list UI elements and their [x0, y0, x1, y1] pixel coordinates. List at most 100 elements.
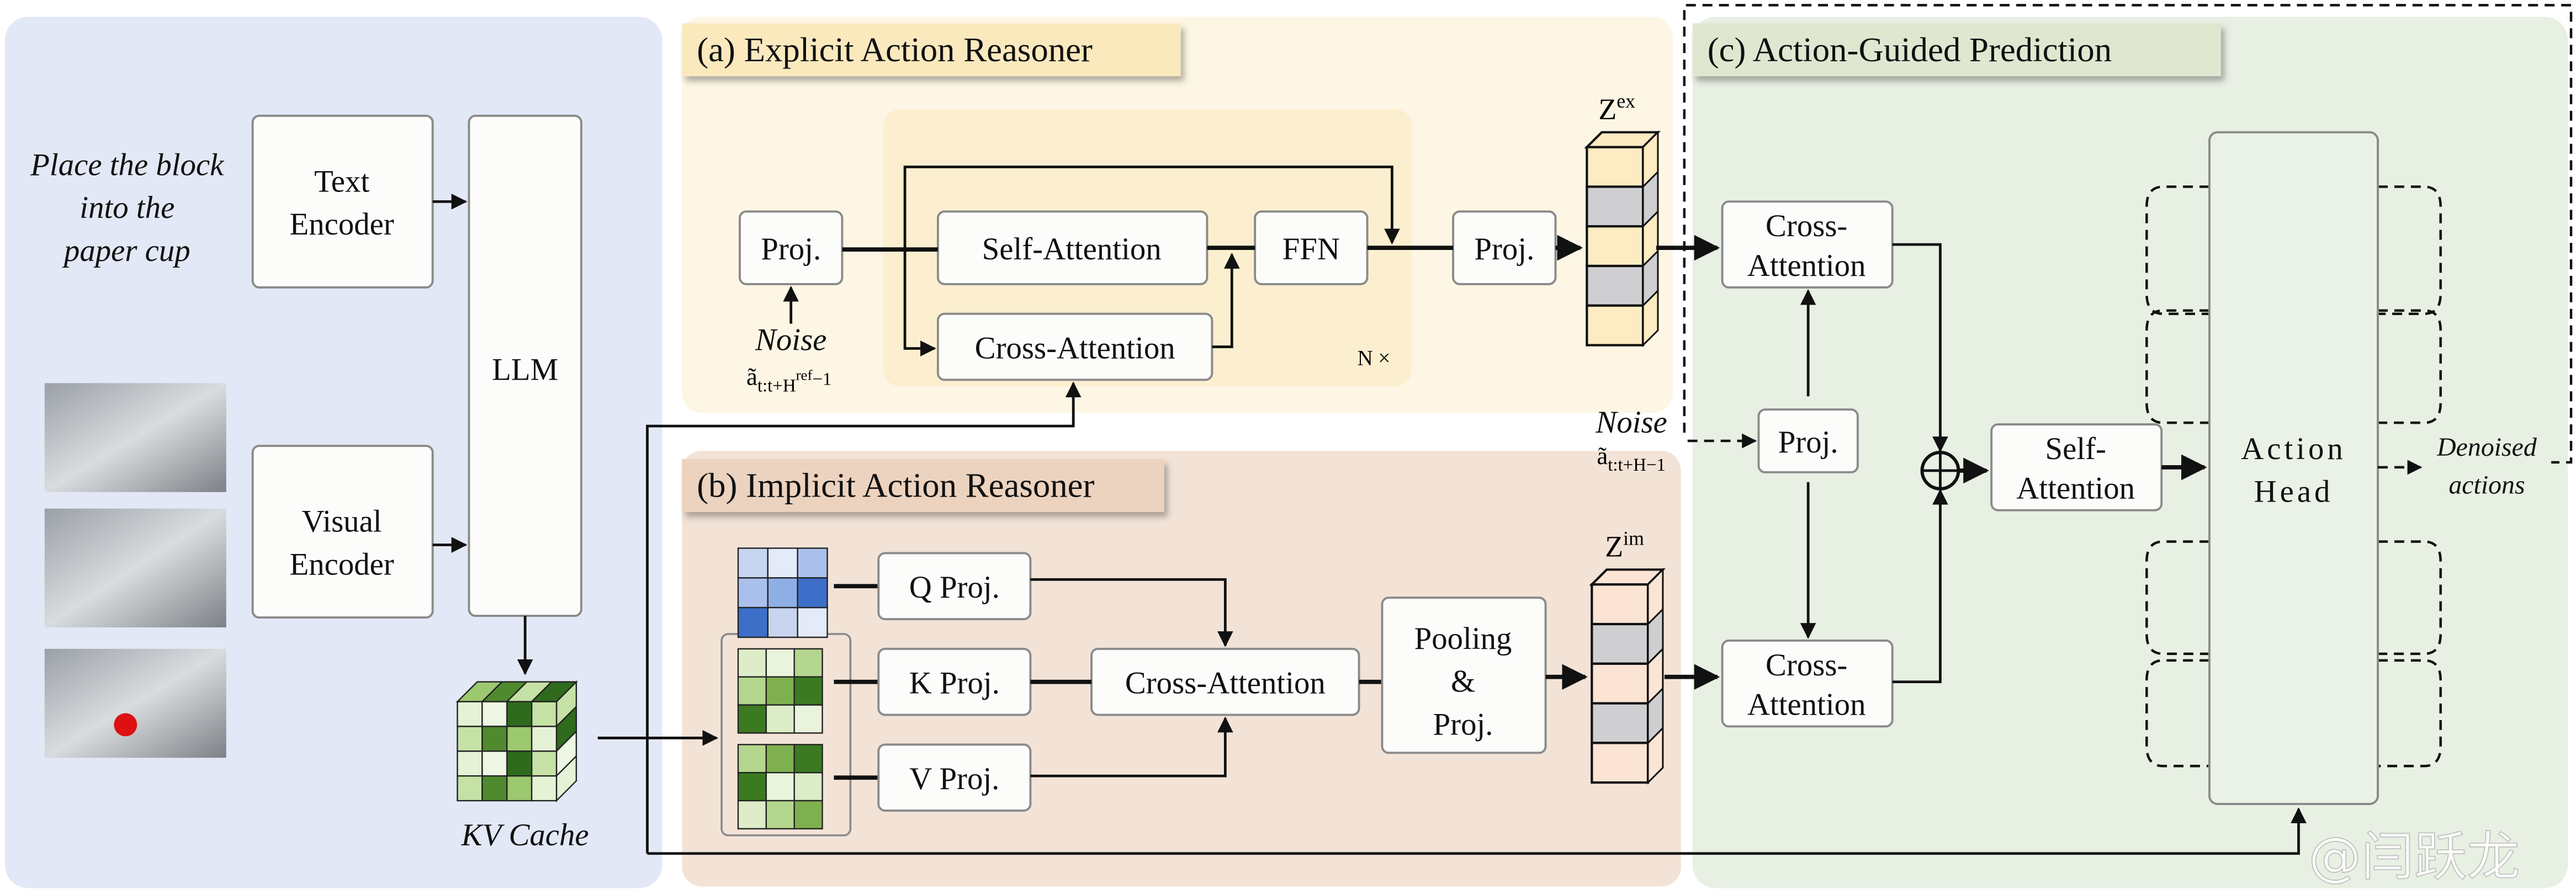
query-grid: [737, 547, 828, 638]
arrow-cross-attn-to-ffn: [1212, 253, 1240, 348]
grid-cell: [793, 648, 823, 678]
grid-cell: [797, 606, 828, 638]
token-cell-side: [1647, 726, 1664, 785]
token-cell: [1586, 304, 1645, 347]
kv-to-cross-attention-line: [646, 381, 1082, 854]
prediction-title: (c) Action-Guided Prediction: [1708, 30, 2112, 69]
grid-cell: [797, 577, 828, 609]
explicit-title-box: [682, 23, 1181, 77]
v-proj-box: [877, 743, 1032, 812]
camera-image-2: [44, 508, 226, 628]
grid-cell: [765, 676, 795, 706]
z-im-label: Zim: [1605, 527, 1644, 563]
explicit-action-reasoner-panel: (a) Explicit Action Reasoner Proj. Self-…: [646, 17, 1673, 854]
z-im-token-stack: [1589, 567, 1666, 785]
q-proj-label: Q Proj.: [909, 570, 1000, 605]
grid-cell: [737, 704, 767, 734]
grid-cell: [765, 704, 795, 734]
pooling-label-1: Pooling: [1414, 621, 1512, 656]
cube-front-cell: [531, 701, 558, 727]
grid-cell: [767, 547, 798, 579]
arrow-v-to-cross: [1030, 716, 1233, 777]
token-cell: [1586, 146, 1645, 188]
grid-cell: [765, 648, 795, 678]
visual-encoder-label-2: Encoder: [290, 547, 394, 582]
value-grid: [737, 744, 823, 830]
grid-cell: [737, 676, 767, 706]
self-attn-label-1: Self-: [2045, 431, 2106, 466]
action-head-label-2: Head: [2254, 475, 2334, 509]
cube-front-cell: [481, 701, 508, 727]
pooling-label-2: &: [1451, 664, 1475, 699]
add-operator-icon: [1920, 450, 1960, 491]
token-cell: [1591, 622, 1650, 665]
cube-front-cell: [481, 726, 508, 752]
key-grid: [737, 648, 823, 734]
text-encoder-label-2: Encoder: [290, 207, 394, 242]
implicit-action-reasoner-panel: (b) Implicit Action Reasoner Q Proj. K P…: [597, 450, 1681, 887]
prediction-noise-symbol: ãt:t+H−1: [1597, 442, 1666, 475]
text-encoder-box: [251, 114, 434, 289]
camera-image-1: [44, 383, 226, 492]
prediction-proj-box: [1757, 408, 1859, 473]
cross-bottom-label-2: Attention: [1747, 688, 1866, 722]
action-guided-prediction-panel: (c) Action-Guided Prediction Noise ãt:t+…: [647, 4, 2573, 888]
cube-front-cell: [506, 726, 533, 752]
prediction-cross-attention-bottom-box: [1721, 640, 1894, 728]
z-ex-label: Zex: [1598, 90, 1635, 126]
dashed-placeholder-blocks: [2145, 185, 2442, 768]
cube-front-cell: [506, 701, 533, 727]
cube-front-cell: [457, 701, 483, 727]
cube-front-cell: [481, 775, 508, 802]
grid-cell: [793, 772, 823, 802]
explicit-self-attention-label: Self-Attention: [982, 232, 1162, 267]
self-attn-label-2: Attention: [2016, 471, 2135, 506]
grid-cell: [765, 800, 795, 830]
instruction-line-1: Place the block: [30, 147, 225, 182]
action-head-label-1: Action: [2241, 431, 2346, 466]
k-proj-label: K Proj.: [909, 666, 1000, 701]
explicit-proj-in-label: Proj.: [761, 232, 821, 267]
token-cell-side: [1642, 289, 1659, 348]
instruction-line-2: into the: [79, 190, 174, 225]
input-panel: Place the block into the paper cup Text …: [4, 17, 662, 888]
cube-front-cell: [506, 750, 533, 777]
denoising-loop-dashed-line: [1683, 4, 2573, 464]
cube-front-cell: [531, 750, 558, 777]
grid-cell: [737, 577, 769, 609]
kv-cache-cube: [455, 680, 578, 802]
token-cell: [1591, 702, 1650, 744]
cube-front-cell: [506, 775, 533, 802]
arrow-to-cross-attn: [903, 249, 936, 356]
grid-cell: [793, 676, 823, 706]
grid-cell: [737, 547, 769, 579]
implicit-title-box: [682, 459, 1164, 512]
grid-cell: [767, 606, 798, 638]
output-label-1: Denoised: [2436, 433, 2537, 462]
visual-encoder-label-1: Visual: [302, 504, 382, 539]
explicit-noise-label: Noise: [755, 323, 826, 358]
z-ex-token-stack: [1584, 130, 1661, 348]
prediction-noise-label: Noise: [1595, 405, 1667, 440]
implicit-cross-attention-label: Cross-Attention: [1125, 666, 1326, 701]
cross-top-label-2: Attention: [1747, 248, 1866, 283]
token-cell: [1586, 264, 1645, 307]
action-head-box: [2208, 131, 2379, 806]
grid-cell: [765, 744, 795, 774]
repeat-n-label: N ×: [1358, 346, 1391, 370]
arrow-q-to-cross: [1030, 578, 1233, 647]
cube-front-cell: [481, 750, 508, 777]
grid-cell: [793, 744, 823, 774]
pooling-label-3: Proj.: [1433, 707, 1493, 742]
grid-cell: [737, 744, 767, 774]
arrow-cross-bottom-to-add: [1892, 488, 1948, 684]
watermark: @闫跃龙: [2308, 826, 2520, 888]
grid-cell: [793, 704, 823, 734]
grid-cell: [737, 648, 767, 678]
grid-cell: [767, 577, 798, 609]
implicit-title: (b) Implicit Action Reasoner: [697, 466, 1094, 505]
grid-cell: [797, 547, 828, 579]
explicit-noise-symbol: ãt:t+Href−1: [746, 363, 832, 396]
residual-connection: [903, 166, 1400, 250]
